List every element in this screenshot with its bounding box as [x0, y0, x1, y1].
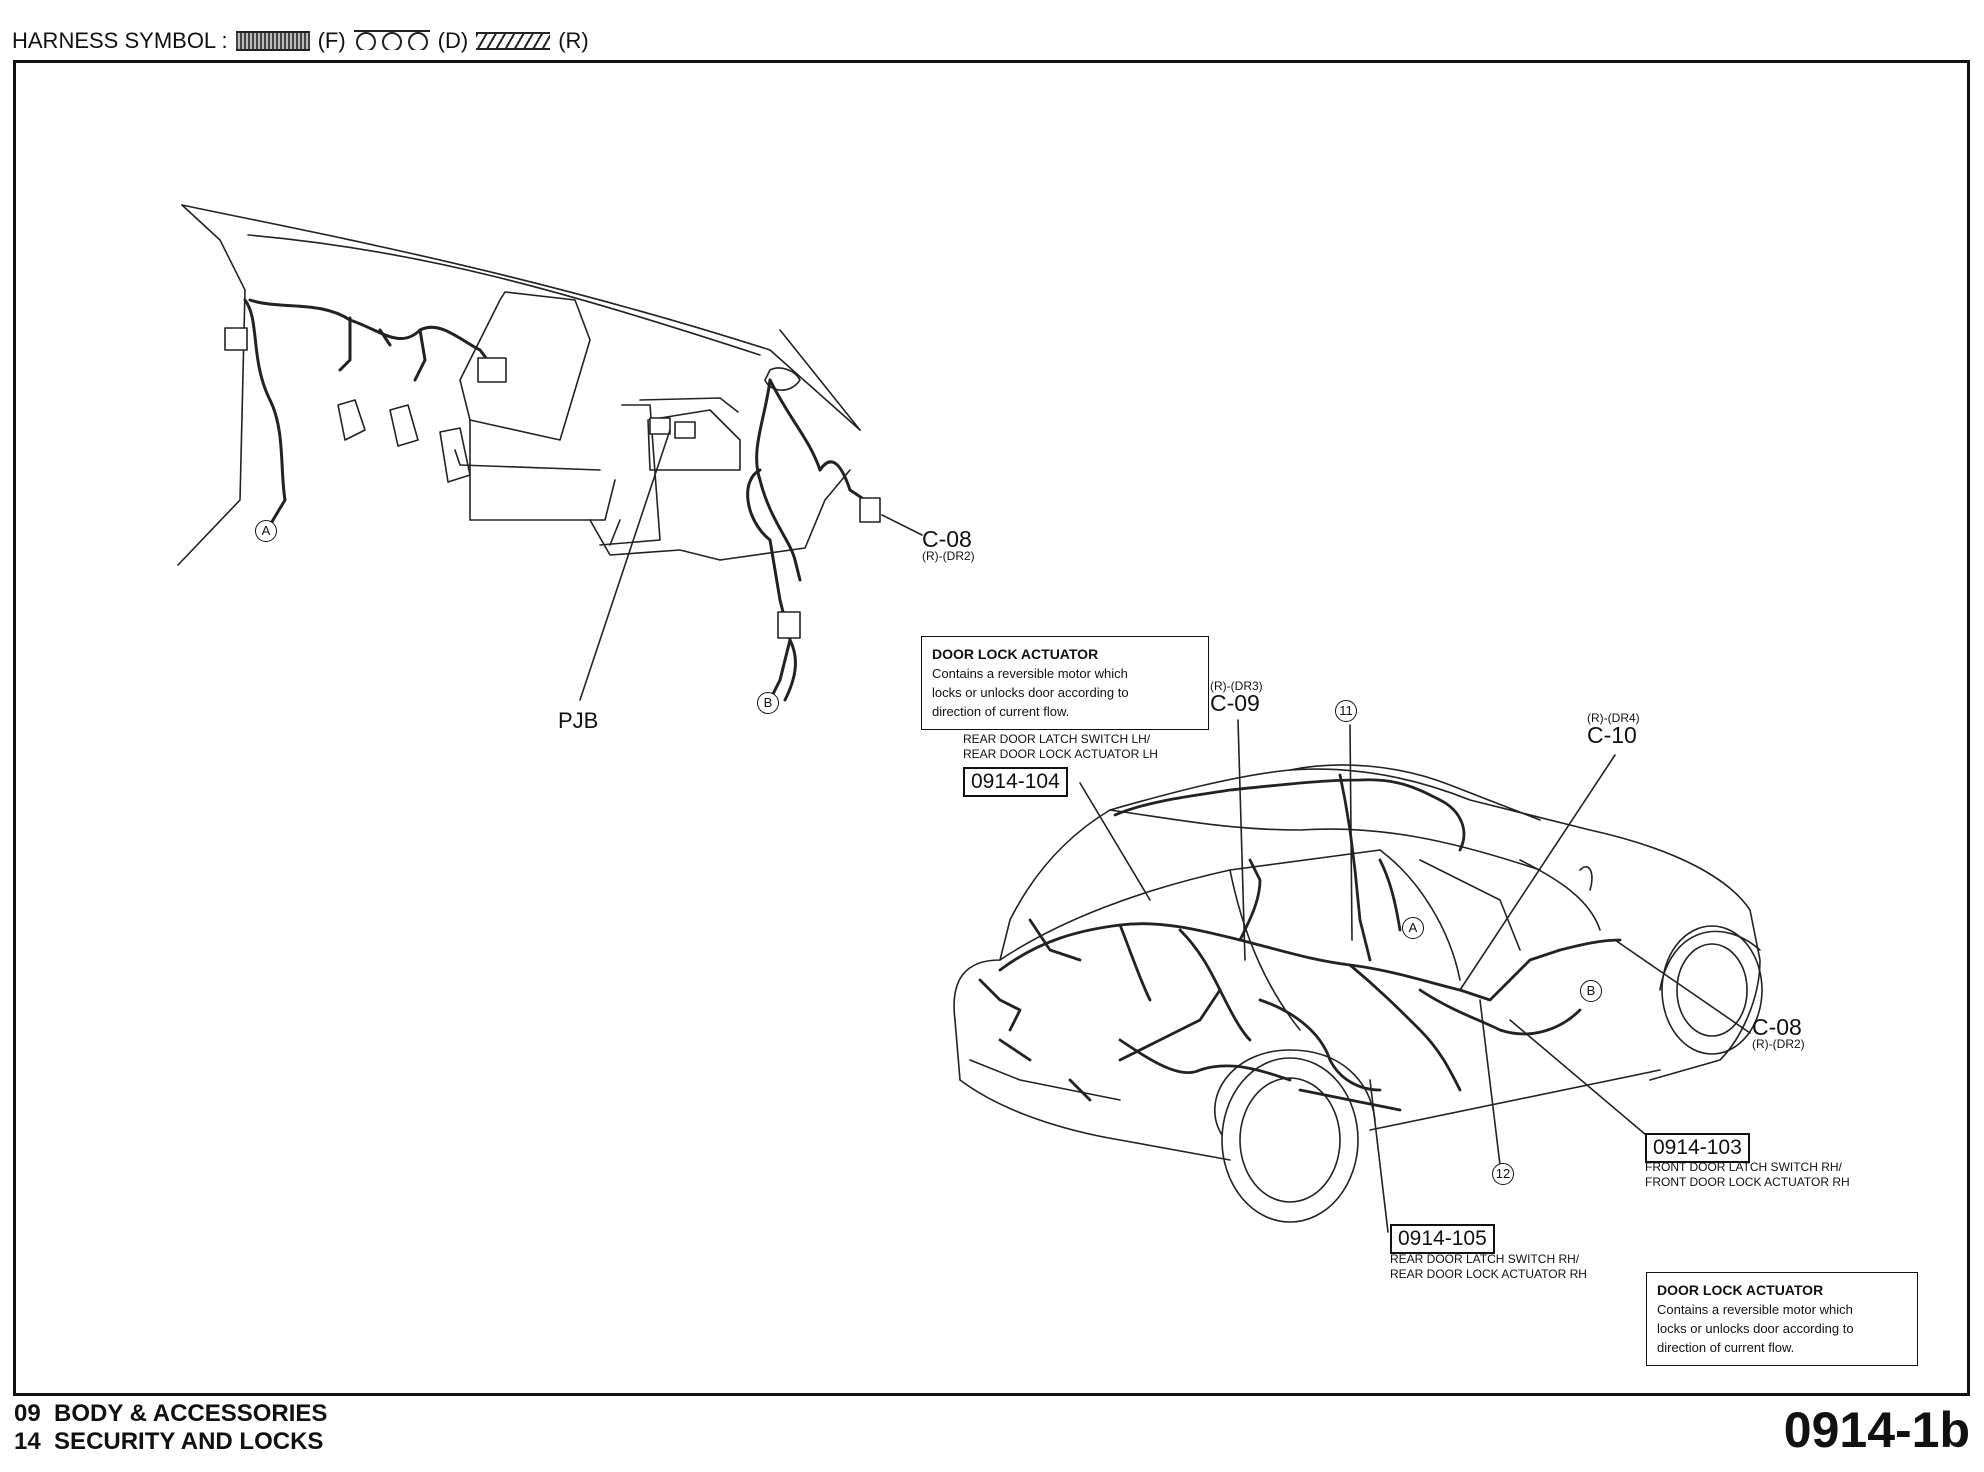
marker-a-dash: A	[255, 520, 277, 542]
subsection-number: 14	[14, 1428, 41, 1455]
door-lock-actuator-note-2: DOOR LOCK ACTUATOR Contains a reversible…	[1646, 1272, 1918, 1366]
note-line: locks or unlocks door according to	[1657, 1321, 1854, 1336]
connector-code: (R)-(DR2)	[1752, 1037, 1805, 1051]
connector-name: C-09	[1210, 690, 1260, 716]
diagram-frame	[13, 60, 1970, 1396]
ref-104-description: REAR DOOR LATCH SWITCH LH/ REAR DOOR LOC…	[963, 732, 1158, 762]
ref-desc-line: FRONT DOOR LATCH SWITCH RH/	[1645, 1160, 1842, 1174]
harness-symbol-legend: HARNESS SYMBOL : (F) (D) (R)	[12, 26, 589, 56]
ref-0914-105[interactable]: 0914-105	[1390, 1224, 1495, 1254]
note-line: direction of current flow.	[932, 704, 1070, 719]
connector-code: (R)-(DR4)	[1587, 711, 1640, 725]
front-harness-pattern-icon	[235, 31, 310, 51]
ref-103-description: FRONT DOOR LATCH SWITCH RH/ FRONT DOOR L…	[1645, 1160, 1850, 1190]
ref-0914-104[interactable]: 0914-104	[963, 767, 1068, 797]
door-lock-actuator-note-1: DOOR LOCK ACTUATOR Contains a reversible…	[921, 636, 1209, 730]
legend-label: HARNESS SYMBOL :	[12, 28, 228, 53]
subsection-title: SECURITY AND LOCKS	[54, 1428, 324, 1455]
note-title: DOOR LOCK ACTUATOR	[932, 646, 1099, 662]
ref-desc-line: REAR DOOR LATCH SWITCH RH/	[1390, 1252, 1580, 1266]
legend-code-r: (R)	[558, 28, 589, 53]
legend-code-f: (F)	[317, 28, 346, 53]
connector-c10: (R)-(DR4) C-10	[1587, 711, 1640, 748]
marker-b-dash: B	[757, 692, 779, 714]
car-body-illustration	[953, 764, 1763, 1223]
section-number: 09	[14, 1400, 41, 1427]
marker-11: 11	[1335, 700, 1357, 722]
ref-desc-line: REAR DOOR LOCK ACTUATOR RH	[1390, 1267, 1587, 1281]
connector-name: C-10	[1587, 722, 1637, 748]
note-line: direction of current flow.	[1657, 1340, 1795, 1355]
door-harness-circles-icon	[353, 30, 430, 52]
rear-harness-hatch-icon	[476, 32, 551, 50]
connector-c08-right: C-08 (R)-(DR2)	[1752, 1014, 1805, 1051]
ref-desc-line: REAR DOOR LOCK ACTUATOR LH	[963, 747, 1158, 761]
connector-code: (R)-(DR3)	[1210, 679, 1263, 693]
ref-105-description: REAR DOOR LATCH SWITCH RH/ REAR DOOR LOC…	[1390, 1252, 1587, 1282]
section-title: BODY & ACCESSORIES	[54, 1400, 328, 1427]
ref-desc-line: FRONT DOOR LOCK ACTUATOR RH	[1645, 1175, 1850, 1189]
connector-c09: (R)-(DR3) C-09	[1210, 679, 1263, 716]
note-line: locks or unlocks door according to	[932, 685, 1129, 700]
pjb-label: PJB	[558, 708, 599, 733]
marker-a-car: A	[1402, 917, 1424, 939]
note-title: DOOR LOCK ACTUATOR	[1657, 1282, 1824, 1298]
ref-desc-line: REAR DOOR LATCH SWITCH LH/	[963, 732, 1151, 746]
dashboard-illustration	[177, 204, 861, 566]
ref-0914-103[interactable]: 0914-103	[1645, 1133, 1750, 1163]
connector-name: C-08	[922, 526, 972, 552]
section-footer: 09 BODY & ACCESSORIES 14 SECURITY AND LO…	[14, 1400, 327, 1456]
connector-c08-top: C-08 (R)-(DR2)	[922, 526, 975, 563]
connector-code: (R)-(DR2)	[922, 549, 975, 563]
note-line: Contains a reversible motor which	[1657, 1302, 1853, 1317]
legend-code-d: (D)	[437, 28, 469, 53]
marker-12: 12	[1492, 1163, 1514, 1185]
note-line: Contains a reversible motor which	[932, 666, 1128, 681]
page-code: 0914-1b	[1783, 1402, 1970, 1458]
marker-b-car: B	[1580, 980, 1602, 1002]
connector-name: C-08	[1752, 1014, 1802, 1040]
